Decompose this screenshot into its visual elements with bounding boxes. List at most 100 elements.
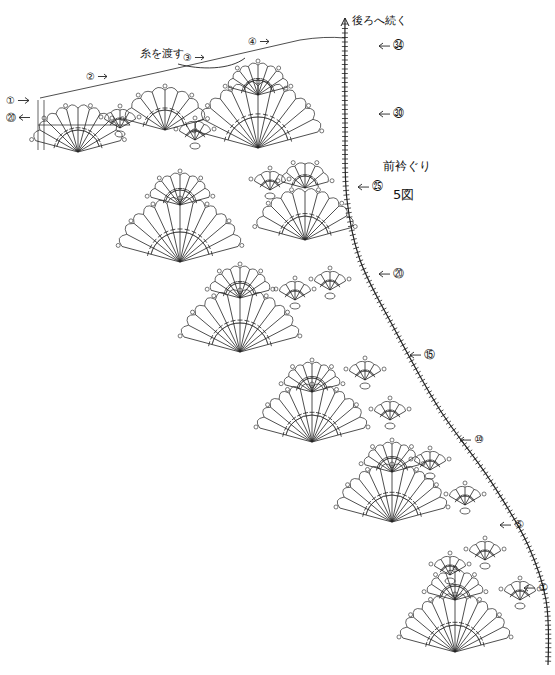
stitch-tick: [342, 59, 348, 60]
chain-loop: [425, 473, 435, 479]
shell-fan: [359, 438, 425, 472]
note-text: 糸を渡す: [140, 48, 184, 60]
stitch-tick: [379, 304, 384, 307]
shell-fan: [99, 104, 141, 128]
stitch-tick: [342, 122, 348, 123]
stitch-tick: [465, 446, 470, 450]
stitch-tick: [394, 332, 399, 335]
shell-fan: [409, 446, 451, 470]
chain-loop: [265, 193, 275, 199]
stitch-tick: [370, 288, 375, 291]
stitch-tick: [398, 340, 403, 343]
stitch-tick: [342, 140, 348, 141]
note-text: 前衿ぐり: [383, 160, 431, 173]
stitch-tick: [533, 563, 539, 565]
edge-line: [345, 18, 549, 665]
stitch-tick: [488, 479, 493, 482]
row-arrow: [19, 115, 30, 121]
stitch-tick: [342, 23, 348, 24]
stitch-tick: [535, 567, 541, 569]
stitch-tick: [483, 472, 488, 475]
stitch-tick: [342, 131, 348, 132]
stitch-tick: [342, 127, 348, 128]
chain-loop: [445, 578, 455, 584]
stitch-tick: [342, 176, 348, 177]
stitch-tick: [431, 398, 436, 401]
row-arrow: [18, 98, 29, 104]
chain-row: [40, 37, 345, 98]
row-arrow: [379, 111, 390, 117]
stitch-tick: [342, 50, 348, 51]
chain-loop: [480, 563, 490, 569]
stitch-tick: [359, 264, 365, 266]
stitch-tick: [347, 221, 353, 222]
note-text: 5図: [393, 188, 414, 202]
stitch-tick: [522, 538, 527, 541]
stitch-tick: [364, 276, 369, 279]
stitch-tick: [342, 77, 348, 78]
stitch-tick: [411, 363, 416, 366]
row-number: ㉚: [393, 108, 404, 120]
stitch-tick: [351, 239, 357, 240]
stitch-tick: [342, 46, 348, 47]
stitch-column: [38, 100, 130, 150]
stitch-tick: [545, 620, 551, 621]
row-number: ㉞: [393, 40, 404, 52]
stitch-tick: [342, 136, 348, 137]
chain-loop: [290, 303, 300, 309]
stitch-tick: [400, 344, 405, 347]
stitch-tick: [543, 598, 549, 599]
stitch-tick: [342, 113, 348, 114]
shell-fan: [145, 169, 215, 205]
stitch-tick: [475, 461, 480, 465]
stitch-tick: [342, 68, 348, 69]
row-arrow: [500, 522, 511, 528]
stitch-tick: [385, 316, 390, 319]
stitch-tick: [467, 450, 472, 454]
stitch-tick: [473, 457, 478, 461]
shell-fan: [116, 196, 244, 262]
shell-fan: [344, 356, 386, 380]
stitch-tick: [446, 421, 451, 424]
stitch-tick: [342, 91, 348, 92]
shell-fan: [369, 396, 411, 420]
stitch-tick: [342, 109, 348, 110]
row-arrow: [98, 74, 107, 79]
row-number: ⑳: [6, 112, 16, 123]
stitch-tick: [343, 190, 349, 191]
stitch-tick: [343, 185, 349, 186]
stitch-tick: [478, 464, 483, 467]
stitch-tick: [342, 145, 348, 146]
stitch-tick: [361, 268, 367, 270]
stitch-tick: [342, 73, 348, 74]
row-number: ③: [183, 52, 192, 63]
stitch-tick: [545, 652, 551, 653]
row-number: ㉕: [372, 181, 383, 193]
stitch-tick: [495, 491, 500, 494]
note-text: 後ろへ続く: [352, 15, 407, 27]
stitch-tick: [530, 554, 536, 556]
stitch-tick: [392, 328, 397, 331]
stitch-tick: [352, 243, 358, 245]
stitch-tick: [544, 611, 550, 612]
row-number: ⑮: [424, 349, 435, 361]
chain-loop: [115, 131, 125, 137]
stitch-tick: [451, 428, 456, 432]
shell-fan: [120, 84, 209, 130]
stitch-tick: [409, 359, 414, 362]
stitch-tick: [342, 82, 348, 83]
stitch-tick: [357, 260, 363, 262]
stitch-tick: [543, 602, 549, 604]
shell-fan: [205, 262, 275, 298]
stitch-tick: [420, 379, 425, 382]
stitch-tick: [366, 280, 371, 283]
stitch-tick: [498, 495, 503, 498]
row-arrow: [195, 55, 204, 60]
row-number: ⑳: [393, 268, 404, 280]
shell-fan: [253, 188, 357, 240]
stitch-tick: [342, 118, 348, 119]
stitch-tick: [342, 41, 348, 42]
stitch-tick: [438, 410, 443, 413]
row-arrow: [260, 39, 269, 44]
shell-fan: [174, 116, 216, 140]
